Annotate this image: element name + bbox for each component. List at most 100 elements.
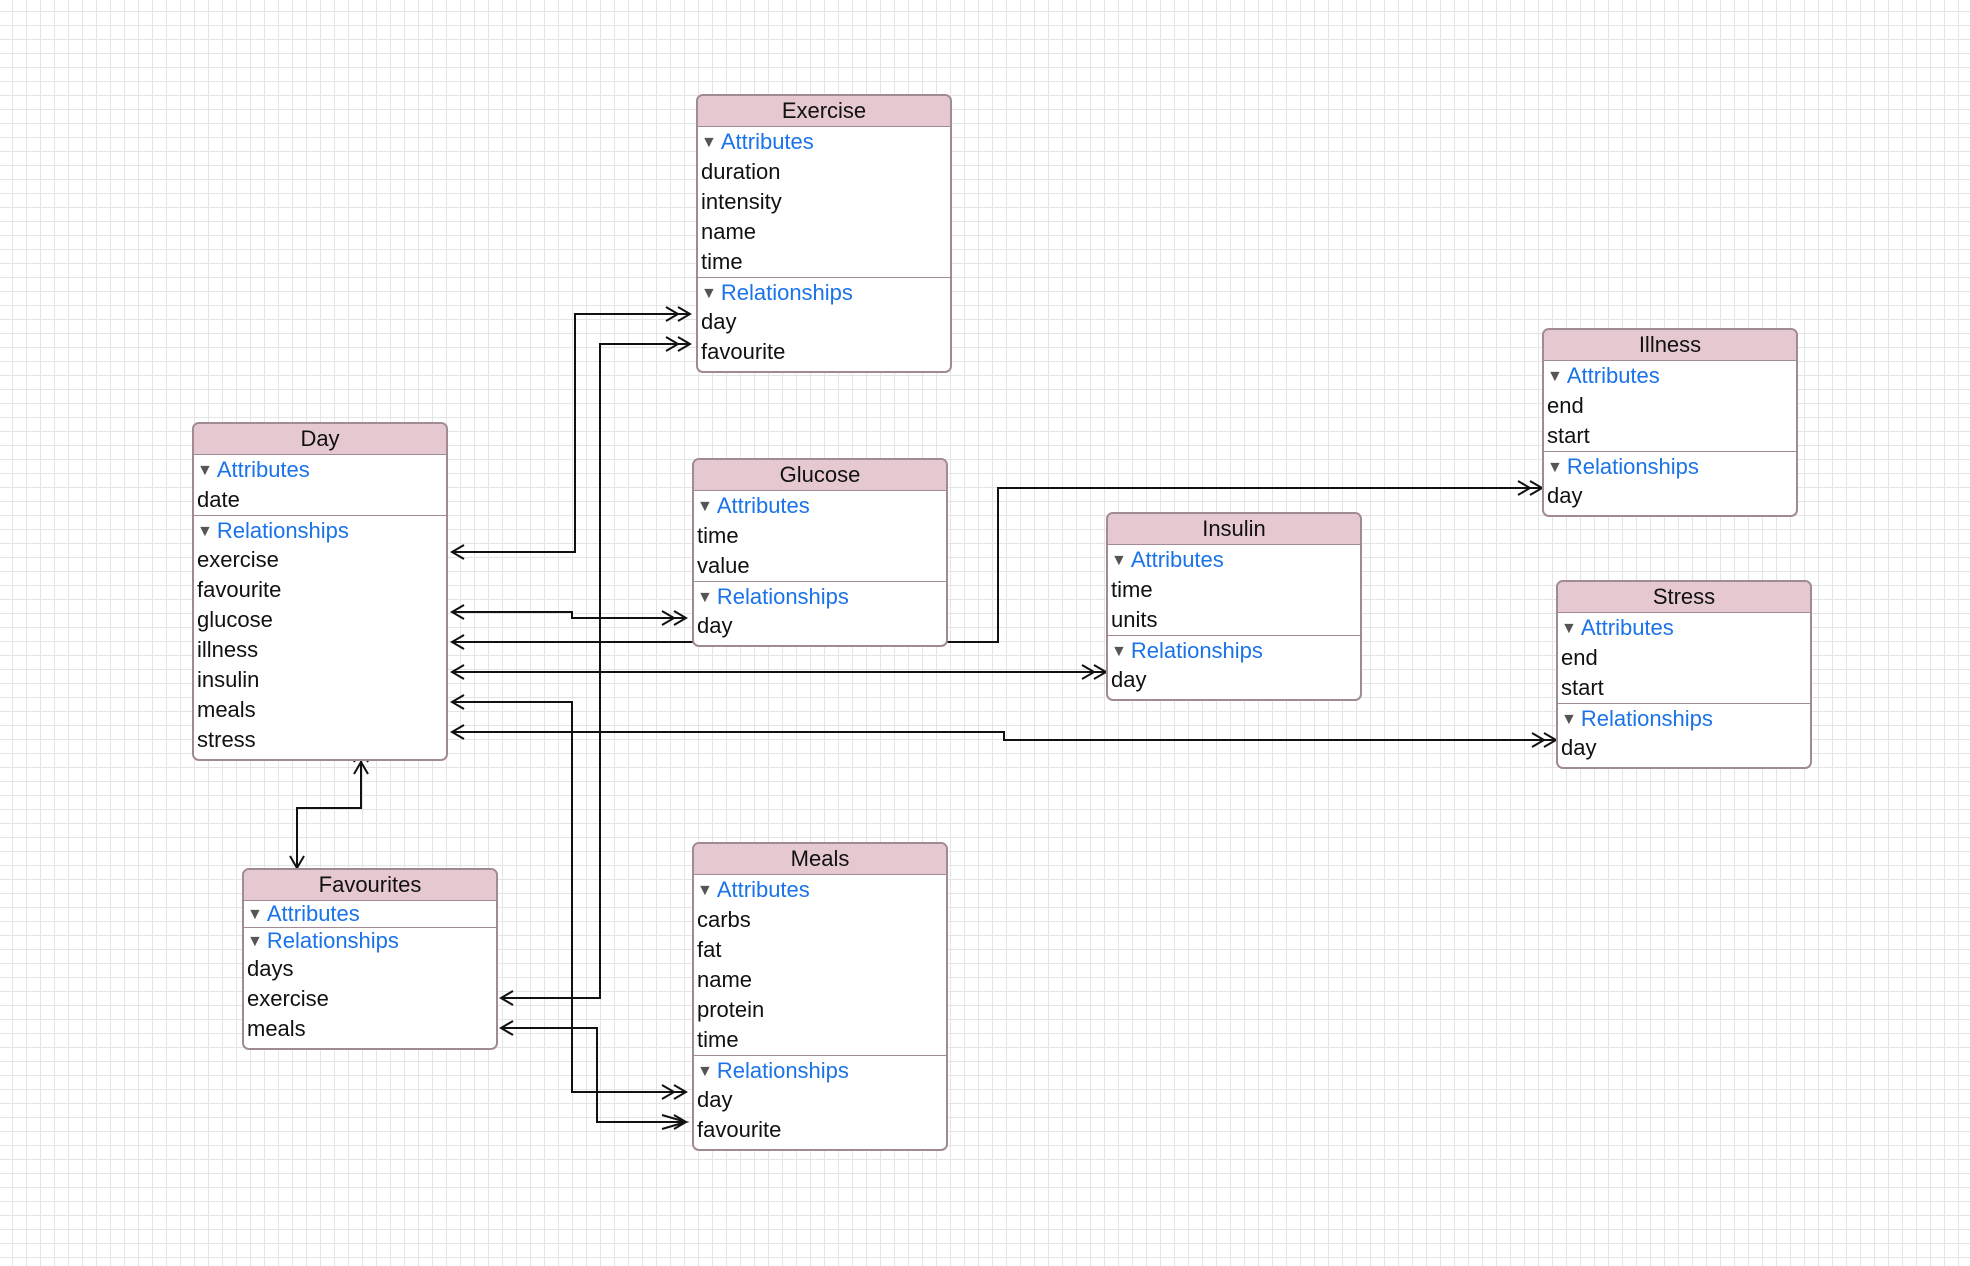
attributes-section-toggle[interactable]: ▼Attributes — [698, 127, 950, 157]
relationships-label: Relationships — [720, 280, 853, 305]
relationship-row[interactable]: day — [1111, 667, 1147, 692]
entity-insulin[interactable]: Insulin ▼Attributes time units ▼Relation… — [1106, 512, 1362, 701]
relationship-row[interactable]: day — [697, 613, 733, 638]
relationship-row[interactable]: stress — [197, 727, 256, 752]
relationship-row[interactable]: day — [701, 309, 737, 334]
relationship-row[interactable]: illness — [197, 637, 259, 662]
attributes-section-toggle[interactable]: ▼Attributes — [244, 901, 496, 927]
attribute-row[interactable]: time — [697, 523, 739, 548]
attribute-row[interactable]: protein — [697, 997, 765, 1022]
entity-footer — [698, 367, 950, 371]
attribute-row[interactable]: value — [697, 553, 750, 578]
entity-meals[interactable]: Meals ▼Attributes carbs fat name protein… — [692, 842, 948, 1151]
relationships-label: Relationships — [716, 1058, 849, 1083]
attribute-row[interactable]: date — [197, 487, 240, 512]
relationships-section-toggle[interactable]: ▼Relationships — [694, 1055, 946, 1085]
entity-title[interactable]: Illness — [1544, 330, 1796, 361]
disclosure-triangle-icon[interactable]: ▼ — [1561, 711, 1577, 728]
entity-day[interactable]: Day ▼Attributes date ▼Relationships exer… — [192, 422, 448, 761]
entity-footer — [1108, 695, 1360, 699]
relationships-section-toggle[interactable]: ▼Relationships — [1544, 451, 1796, 481]
entity-footer — [244, 1044, 496, 1048]
disclosure-triangle-icon[interactable]: ▼ — [247, 933, 263, 950]
attributes-label: Attributes — [716, 493, 810, 518]
entity-title[interactable]: Exercise — [698, 96, 950, 127]
disclosure-triangle-icon[interactable]: ▼ — [697, 882, 713, 899]
entity-title[interactable]: Meals — [694, 844, 946, 875]
relationships-section-toggle[interactable]: ▼Relationships — [1558, 703, 1810, 733]
disclosure-triangle-icon[interactable]: ▼ — [1547, 459, 1563, 476]
entity-glucose[interactable]: Glucose ▼Attributes time value ▼Relation… — [692, 458, 948, 647]
attribute-row[interactable]: time — [697, 1027, 739, 1052]
relationship-row[interactable]: exercise — [247, 986, 329, 1011]
attributes-label: Attributes — [216, 457, 310, 482]
entity-title[interactable]: Favourites — [244, 870, 496, 901]
relationship-row[interactable]: meals — [247, 1016, 306, 1041]
attributes-section-toggle[interactable]: ▼Attributes — [194, 455, 446, 485]
entity-stress[interactable]: Stress ▼Attributes end start ▼Relationsh… — [1556, 580, 1812, 769]
relationships-section-toggle[interactable]: ▼Relationships — [698, 277, 950, 307]
attribute-row[interactable]: start — [1547, 423, 1590, 448]
relationships-section-toggle[interactable]: ▼Relationships — [194, 515, 446, 545]
entity-title[interactable]: Insulin — [1108, 514, 1360, 545]
disclosure-triangle-icon[interactable]: ▼ — [697, 498, 713, 515]
entity-exercise[interactable]: Exercise ▼Attributes duration intensity … — [696, 94, 952, 373]
connector-day-stress — [452, 731, 1556, 741]
connector-day-illness — [452, 487, 1542, 643]
entity-title[interactable]: Day — [194, 424, 446, 455]
disclosure-triangle-icon[interactable]: ▼ — [247, 906, 263, 923]
entity-title[interactable]: Glucose — [694, 460, 946, 491]
disclosure-triangle-icon[interactable]: ▼ — [197, 462, 213, 479]
attribute-row[interactable]: units — [1111, 607, 1158, 632]
relationship-row[interactable]: meals — [197, 697, 256, 722]
entity-favourites[interactable]: Favourites ▼Attributes ▼Relationships da… — [242, 868, 498, 1050]
attribute-row[interactable]: end — [1547, 393, 1584, 418]
entity-footer — [194, 755, 446, 759]
disclosure-triangle-icon[interactable]: ▼ — [697, 589, 713, 606]
relationship-row[interactable]: favourite — [697, 1117, 782, 1142]
attribute-row[interactable]: duration — [701, 159, 781, 184]
relationship-row[interactable]: day — [1547, 483, 1583, 508]
attributes-section-toggle[interactable]: ▼Attributes — [1544, 361, 1796, 391]
relationships-section-toggle[interactable]: ▼Relationships — [1108, 635, 1360, 665]
attributes-section-toggle[interactable]: ▼Attributes — [694, 491, 946, 521]
relationship-row[interactable]: glucose — [197, 607, 273, 632]
attribute-row[interactable]: name — [701, 219, 757, 244]
relationship-row[interactable]: day — [697, 1087, 733, 1112]
entity-title[interactable]: Stress — [1558, 582, 1810, 613]
attributes-section-toggle[interactable]: ▼Attributes — [1558, 613, 1810, 643]
relationship-row[interactable]: days — [247, 956, 294, 981]
attribute-row[interactable]: name — [697, 967, 753, 992]
attribute-row[interactable]: start — [1561, 675, 1604, 700]
attribute-row[interactable]: time — [1111, 577, 1153, 602]
relationship-row[interactable]: favourite — [197, 577, 282, 602]
disclosure-triangle-icon[interactable]: ▼ — [1547, 368, 1563, 385]
disclosure-triangle-icon[interactable]: ▼ — [1111, 552, 1127, 569]
disclosure-triangle-icon[interactable]: ▼ — [701, 285, 717, 302]
disclosure-triangle-icon[interactable]: ▼ — [1561, 620, 1577, 637]
relationships-label: Relationships — [216, 518, 349, 543]
connector-day-exercise — [452, 313, 690, 553]
attribute-row[interactable]: time — [701, 249, 743, 274]
relationships-section-toggle[interactable]: ▼Relationships — [694, 581, 946, 611]
relationship-row[interactable]: insulin — [197, 667, 260, 692]
relationship-row[interactable]: favourite — [701, 339, 786, 364]
attribute-row[interactable]: carbs — [697, 907, 751, 932]
relationship-row[interactable]: day — [1561, 735, 1597, 760]
attributes-label: Attributes — [266, 901, 360, 926]
attributes-section-toggle[interactable]: ▼Attributes — [1108, 545, 1360, 575]
entity-illness[interactable]: Illness ▼Attributes end start ▼Relations… — [1542, 328, 1798, 517]
entity-footer — [1544, 511, 1796, 515]
attributes-section-toggle[interactable]: ▼Attributes — [694, 875, 946, 905]
relationships-section-toggle[interactable]: ▼Relationships — [244, 927, 496, 954]
attributes-label: Attributes — [1566, 363, 1660, 388]
disclosure-triangle-icon[interactable]: ▼ — [197, 523, 213, 540]
attribute-row[interactable]: fat — [697, 937, 722, 962]
attribute-row[interactable]: intensity — [701, 189, 782, 214]
attribute-row[interactable]: end — [1561, 645, 1598, 670]
disclosure-triangle-icon[interactable]: ▼ — [1111, 643, 1127, 660]
relationship-row[interactable]: exercise — [197, 547, 279, 572]
disclosure-triangle-icon[interactable]: ▼ — [697, 1063, 713, 1080]
disclosure-triangle-icon[interactable]: ▼ — [701, 134, 717, 151]
